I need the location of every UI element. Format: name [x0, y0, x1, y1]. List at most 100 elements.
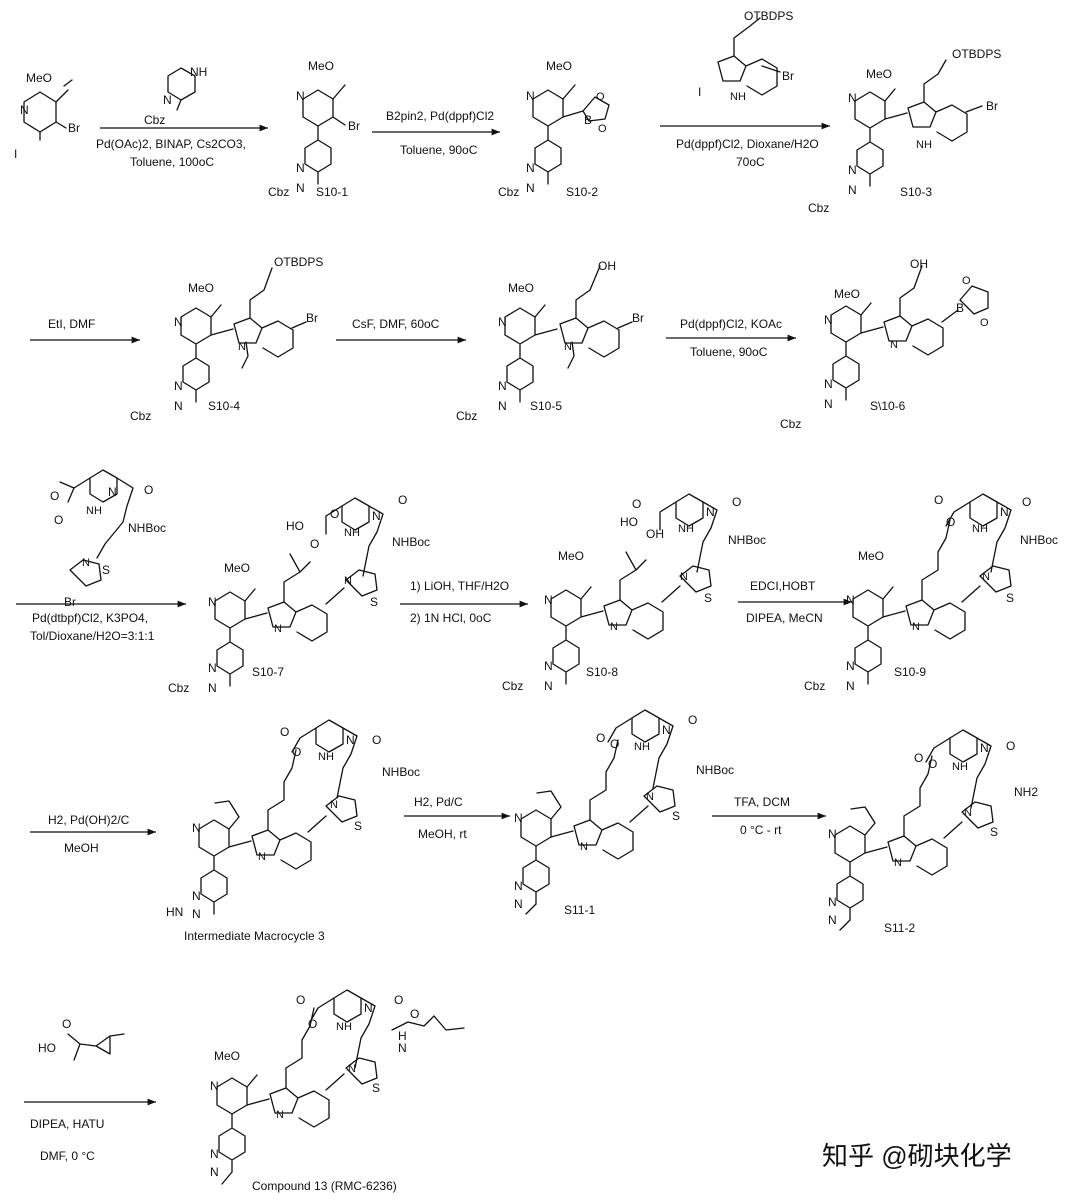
atom-label: H [398, 1029, 407, 1043]
atom-label: S [370, 595, 378, 609]
atom-label: B [584, 113, 592, 127]
atom-label: OTBDPS [744, 9, 793, 23]
compound-13-structure: MeO O O NH N O H N O N S N N N N Compoun… [210, 989, 465, 1193]
atom-label: O [632, 497, 641, 511]
atom-label: MeO [26, 71, 52, 85]
atom-label: OTBDPS [952, 47, 1001, 61]
condition-step6-line2: Toluene, 90oC [690, 345, 768, 359]
condition-step12-line1: TFA, DCM [734, 795, 790, 809]
compound-label: S10-9 [894, 665, 926, 679]
atom-label: N [980, 741, 989, 755]
condition-step8-line1: 1) LiOH, THF/H2O [410, 579, 509, 593]
condition-step4: EtI, DMF [48, 317, 95, 331]
atom-label: O [914, 751, 923, 765]
atom-label: Cbz [168, 681, 189, 695]
compound-label: S\10-6 [870, 399, 906, 413]
atom-label: N [890, 339, 898, 351]
atom-label: N [848, 91, 857, 105]
atom-label: N [846, 659, 855, 673]
atom-label: OTBDPS [274, 255, 323, 269]
atom-label: N [210, 1079, 219, 1093]
compound-label: S10-2 [566, 185, 598, 199]
compound-label: S11-1 [564, 903, 595, 917]
atom-label: N [344, 575, 352, 587]
compound-s10-9-structure: MeO O O NH N O NHBoc N S N N N N Cbz S10… [804, 493, 1058, 693]
condition-step13-line2: DMF, 0 °C [40, 1149, 95, 1163]
atom-label: N [20, 103, 29, 117]
compound-s10-2-structure: MeO N B O O N N Cbz S10-2 [498, 59, 610, 199]
atom-label: O [928, 757, 937, 771]
atom-label: N [846, 593, 855, 607]
atom-label: NHBoc [382, 765, 420, 779]
atom-label: N [163, 93, 172, 107]
atom-label: N [824, 377, 833, 391]
atom-label: N [544, 659, 553, 673]
atom-label: NH [952, 761, 968, 773]
atom-label: N [208, 681, 217, 695]
fragment-reagent-structure: N O NH O O NHBoc N S Br [50, 469, 166, 609]
atom-label: N [330, 799, 338, 811]
condition-step2-line1: B2pin2, Pd(dppf)Cl2 [386, 109, 494, 123]
atom-label: N [276, 1109, 284, 1121]
atom-label: MeO [224, 561, 250, 575]
atom-label: S [372, 1081, 380, 1095]
atom-label: S [354, 819, 362, 833]
atom-label: Cbz [808, 201, 829, 215]
condition-step5: CsF, DMF, 60oC [352, 317, 440, 331]
atom-label: O [50, 489, 59, 503]
atom-label: MeO [214, 1049, 240, 1063]
atom-label: N [514, 897, 523, 911]
atom-label: O [330, 507, 339, 521]
atom-label: N [210, 1165, 219, 1179]
atom-label: S [1006, 591, 1014, 605]
atom-label: N [912, 621, 920, 633]
watermark-text: 知乎 @砌块化学 [822, 1141, 1012, 1171]
atom-label: N [346, 733, 355, 747]
atom-label: N [544, 593, 553, 607]
compound-s10-5-structure: OH MeO N Br N N N Cbz S10-5 [456, 259, 644, 423]
atom-label: O [394, 993, 403, 1007]
atom-label: OH [910, 257, 928, 271]
atom-label: MeO [546, 59, 572, 73]
atom-label: Br [986, 99, 998, 113]
condition-step9-line1: EDCI,HOBT [750, 579, 816, 593]
condition-step11-line2: MeOH, rt [418, 827, 467, 841]
atom-label: N [296, 89, 305, 103]
atom-label: Br [64, 595, 76, 609]
atom-label: N [848, 163, 857, 177]
intermediate-macrocycle-3-structure: O O NH N O NHBoc N S N N N N HN Intermed… [166, 719, 420, 943]
atom-label: NH [730, 91, 746, 103]
atom-label: OH [646, 527, 664, 541]
atom-label: N [258, 851, 266, 863]
atom-label: MeO [866, 67, 892, 81]
atom-label: B [956, 301, 964, 315]
atom-label: N [1000, 505, 1009, 519]
atom-label: NHBoc [128, 521, 166, 535]
atom-label: Cbz [144, 113, 165, 127]
atom-label: Cbz [498, 185, 519, 199]
indole-reagent-structure: OTBDPS Br I NH [698, 9, 794, 103]
atom-label: N [646, 791, 654, 803]
atom-label: O [410, 1007, 419, 1021]
atom-label: N [174, 379, 183, 393]
atom-label: HO [38, 1041, 56, 1055]
atom-label: N [210, 1147, 219, 1161]
atom-label: NHBoc [696, 763, 734, 777]
atom-label: N [274, 623, 282, 635]
condition-step11-line1: H2, Pd/C [414, 795, 463, 809]
atom-label: O [372, 733, 381, 747]
atom-label: N [706, 505, 715, 519]
atom-label: MeO [558, 549, 584, 563]
atom-label: O [934, 493, 943, 507]
compound-label: S11-2 [884, 921, 915, 935]
atom-label: NH [972, 523, 988, 535]
atom-label: Cbz [456, 409, 477, 423]
atom-label: N [192, 907, 201, 921]
atom-label: O [596, 731, 605, 745]
atom-label: S [102, 563, 110, 577]
atom-label: N [398, 1041, 407, 1055]
compound-label: S10-1 [316, 185, 348, 199]
atom-label: N [372, 509, 381, 523]
condition-step8-line2: 2) 1N HCl, 0oC [410, 611, 492, 625]
